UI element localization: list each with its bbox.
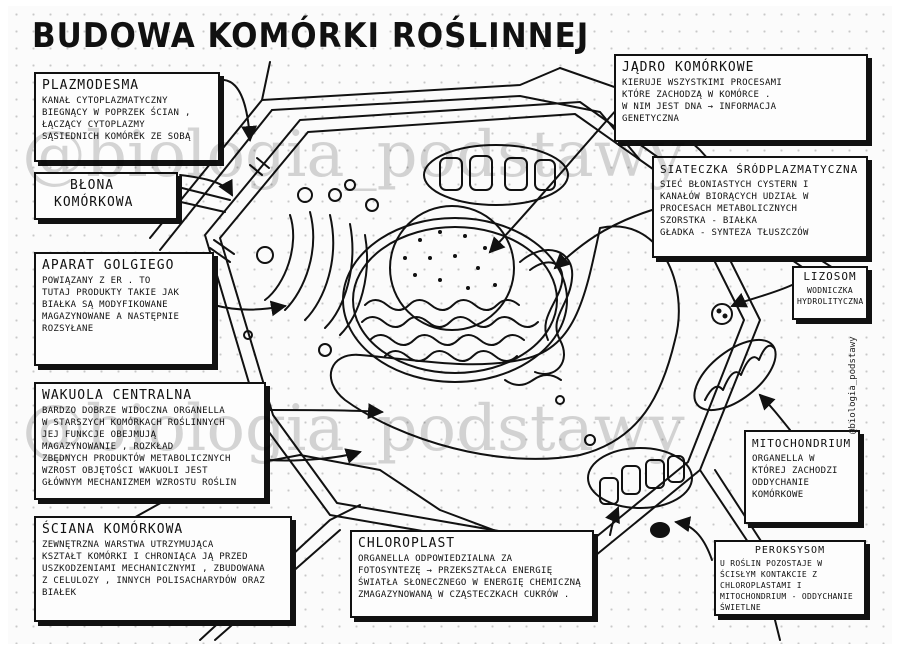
pointer-arrows <box>179 79 793 561</box>
label-line: ŁĄCZĄCY CYTOPLAZMY <box>42 120 145 130</box>
label-jadro-head: JĄDRO KOMÓRKOWE <box>622 60 755 75</box>
label-mitochondrium-head: MITOCHONDRIUM <box>752 437 852 450</box>
label-line: GENETYCZNA <box>622 114 680 124</box>
label-line: MAGAZYNOWANIE , ROZKŁAD <box>42 442 174 452</box>
nucleolus-dots <box>403 230 497 290</box>
label-line: W STARSZYCH KOMÓRKACH ROŚLINNYCH <box>42 418 225 428</box>
label-line: HYDROLITYCZNA <box>797 297 864 306</box>
label-line: ROZSYŁANE <box>42 324 94 334</box>
label-peroksysom: PEROKSYSOM U ROŚLIN POZOSTAJE W ŚCISŁYM … <box>714 540 866 616</box>
label-line: Z CELULOZY , INNYCH POLISACHARYDÓW ORAZ <box>42 576 266 586</box>
chloroplast-top <box>423 144 569 206</box>
plasmodesma-channels <box>209 157 270 263</box>
central-vacuole <box>329 225 680 460</box>
cell-wall-outer <box>204 101 761 561</box>
label-wakuola: WAKUOLA CENTRALNA BARDZO DOBRZE WIDOCZNA… <box>34 382 266 500</box>
label-line: U ROŚLIN POZOSTAJE W <box>720 559 823 568</box>
label-plazmodesma: PLAZMODESMA KANAŁ CYTOPLAZMATYCZNY BIEGN… <box>34 72 220 162</box>
peroxisome <box>650 522 670 538</box>
label-sciana: ŚCIANA KOMÓRKOWA ZEWNĘTRZNA WARSTWA UTRZ… <box>34 516 292 622</box>
label-line: KANAŁ CYTOPLAZMATYCZNY <box>42 96 168 106</box>
label-golgi: APARAT GOLGIEGO POWIĄZANY Z ER . TO TUTA… <box>34 252 214 366</box>
label-line: KIERUJE WSZYSTKIMI PROCESAMI <box>622 78 783 88</box>
label-line: KTÓREJ ZACHODZI <box>752 466 838 476</box>
label-line: ŚCISŁYM KONTAKCIE Z <box>720 570 818 579</box>
label-line: GŁÓWNYM MECHANIZMEM WZROSTU ROŚLIN <box>42 478 237 488</box>
label-line: GŁADKA - SYNTEZA TŁUSZCZÓW <box>660 228 809 238</box>
chloroplast-bottom <box>587 447 693 509</box>
label-line: BARDZO DOBRZE WIDOCZNA ORGANELLA <box>42 406 225 416</box>
label-lizosom: LIZOSOM WODNICZKA HYDROLITYCZNA <box>792 266 868 320</box>
label-chloroplast-head: CHLOROPLAST <box>358 536 456 551</box>
label-line: SĄSIEDNICH KOMÓREK ZE SOBĄ <box>42 132 191 142</box>
mitochondrion <box>693 338 777 412</box>
label-line: KOMÓRKOWE <box>752 490 804 500</box>
label-line: BŁONA <box>70 178 115 193</box>
label-line: ORGANELLA ODPOWIEDZIALNA ZA <box>358 554 513 564</box>
label-chloroplast: CHLOROPLAST ORGANELLA ODPOWIEDZIALNA ZA … <box>350 530 594 618</box>
label-golgi-head: APARAT GOLGIEGO <box>42 258 175 273</box>
label-line: W NIM JEST DNA → INFORMACJA <box>622 102 777 112</box>
label-line: WODNICZKA <box>806 286 854 295</box>
label-line: KTÓRE ZACHODZĄ W KOMÓRCE . <box>622 90 771 100</box>
label-siateczka: SIATECZKA ŚRÓDPLAZMATYCZNA SIEĆ BŁONIAST… <box>652 156 868 258</box>
label-line: KOMÓRKOWA <box>54 195 134 210</box>
label-line: USZKODZENIAMI MECHANICZNYMI , ZBUDOWANA <box>42 564 266 574</box>
label-plazmodesma-head: PLAZMODESMA <box>42 78 140 93</box>
label-jadro: JĄDRO KOMÓRKOWE KIERUJE WSZYSTKIMI PROCE… <box>614 54 868 142</box>
label-line: KSZTAŁT KOMÓRKI I CHRONIĄCA JĄ PRZED <box>42 552 248 562</box>
label-line: SIEĆ BŁONIASTYCH CYSTERN I <box>660 180 809 190</box>
label-line: BIEGNĄCY W POPRZEK ŚCIAN , <box>42 108 191 118</box>
label-line: ZBĘDNYCH PRODUKTÓW METABOLICZNYCH <box>42 454 231 464</box>
label-blona: BŁONA KOMÓRKOWA <box>34 172 178 220</box>
label-sciana-head: ŚCIANA KOMÓRKOWA <box>42 522 184 537</box>
label-line: BIAŁEK <box>42 588 77 598</box>
lysosome <box>711 303 733 325</box>
label-line: FOTOSYNTEZĘ → PRZEKSZTAŁCA ENERGIĘ <box>358 566 553 576</box>
label-wakuola-head: WAKUOLA CENTRALNA <box>42 388 193 403</box>
golgi-apparatus <box>256 179 379 357</box>
label-line: MITOCHONDRIUM - ODDYCHANIE <box>720 592 854 601</box>
label-line: ŚWIATŁA SŁONECZNEGO W ENERGIĘ CHEMICZNĄ <box>358 578 582 588</box>
side-credit: @biologia_podstawy <box>848 336 858 434</box>
label-line: ZMAGAZYNOWANĄ W CZĄSTECZKACH CUKRÓW . <box>358 590 570 600</box>
label-line: ZEWNĘTRZNA WARSTWA UTRZYMUJĄCA <box>42 540 214 550</box>
label-mitochondrium: MITOCHONDRIUM ORGANELLA W KTÓREJ ZACHODZ… <box>744 430 860 524</box>
label-siateczka-head: SIATECZKA ŚRÓDPLAZMATYCZNA <box>660 163 859 176</box>
label-line: POWIĄZANY Z ER . TO <box>42 276 151 286</box>
label-line: ORGANELLA W <box>752 454 815 464</box>
page-title: BUDOWA KOMÓRKI ROŚLINNEJ <box>32 16 590 56</box>
label-line: WZROST OBJĘTOŚCI WAKUOLI JEST <box>42 466 208 476</box>
label-line: TUTAJ PRODUKTY TAKIE JAK <box>42 288 180 298</box>
label-line: CHLOROPLASTAMI I <box>720 581 802 590</box>
label-line: MAGAZYNOWANE A NASTĘPNIE <box>42 312 180 322</box>
label-peroksysom-head: PEROKSYSOM <box>754 545 826 556</box>
label-line: SZORSTKA - BIAŁKA <box>660 216 758 226</box>
label-line: KANAŁÓW BIORĄCYCH UDZIAŁ W <box>660 192 809 202</box>
endoplasmic-reticulum <box>504 249 574 386</box>
label-line: PROCESACH METABOLICZNYCH <box>660 204 798 214</box>
label-line: BIAŁKA SĄ MODYFIKOWANE <box>42 300 168 310</box>
label-line: ŚWIETLNE <box>720 603 761 612</box>
label-line: JEJ FUNKCJE OBEJMUJĄ <box>42 430 157 440</box>
label-line: ODDYCHANIE <box>752 478 810 488</box>
label-lizosom-head: LIZOSOM <box>803 270 857 283</box>
